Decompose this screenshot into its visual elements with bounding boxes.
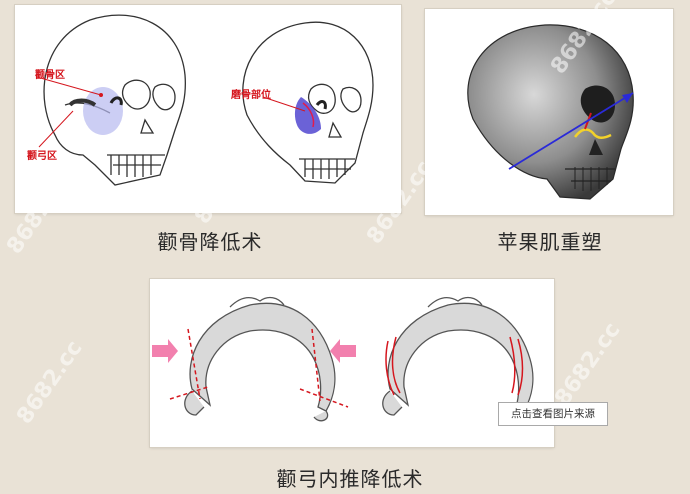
zygoma-area-label: 颧骨区 (35, 70, 65, 81)
apple-muscle-image (425, 9, 673, 215)
shaded-skull-illustration (467, 24, 634, 200)
arch-pushback-image (150, 279, 554, 447)
grinding-site-label: 磨骨部位 (231, 90, 271, 101)
watermark-text: 8682.cc (550, 318, 626, 411)
watermark-text: 8682.cc (12, 336, 88, 429)
zygoma-reduction-caption: 颧骨降低术 (157, 230, 263, 254)
zygomatic-arch-area-label: 颧弓区 (27, 151, 57, 162)
apple-muscle-caption: 苹果肌重塑 (497, 230, 603, 254)
zygoma-reduction-image: 颧骨区 颧弓区 磨骨部位 (15, 5, 401, 213)
arch-diagram (152, 296, 534, 422)
skull-illustrations (36, 14, 374, 186)
view-image-source-button[interactable]: 点击查看图片来源 (498, 402, 608, 426)
arch-pushback-caption: 颧弓内推降低术 (276, 467, 424, 491)
